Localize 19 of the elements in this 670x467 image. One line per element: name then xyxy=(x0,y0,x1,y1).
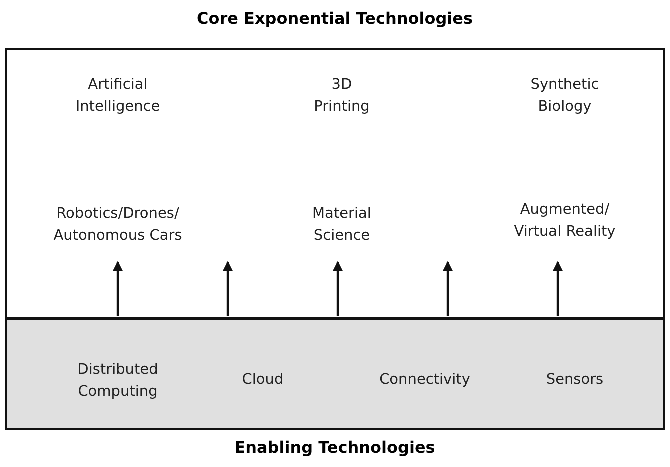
arrow xyxy=(223,261,233,316)
arrow xyxy=(333,261,343,316)
foundation-band xyxy=(5,318,665,430)
heading: Core Exponential Technologies xyxy=(196,9,474,28)
arrow xyxy=(553,261,563,316)
technology-label: Augmented/ Virtual Reality xyxy=(513,201,617,242)
arrow xyxy=(113,261,123,316)
enabler-label: Cloud xyxy=(241,371,285,390)
technology-label: Material Science xyxy=(312,205,372,246)
technology-box xyxy=(5,48,665,319)
technology-label: Synthetic Biology xyxy=(530,76,600,117)
technology-label: Robotics/Drones/ Autonomous Cars xyxy=(52,205,184,246)
enabler-label: Sensors xyxy=(545,371,605,390)
enabler-label: Distributed Computing xyxy=(76,361,160,402)
enabler-label: Connectivity xyxy=(378,371,472,390)
caption: Enabling Technologies xyxy=(234,438,436,457)
technology-label: Artificial Intelligence xyxy=(74,76,162,117)
arrow xyxy=(443,261,453,316)
technology-label: 3D Printing xyxy=(313,76,371,117)
